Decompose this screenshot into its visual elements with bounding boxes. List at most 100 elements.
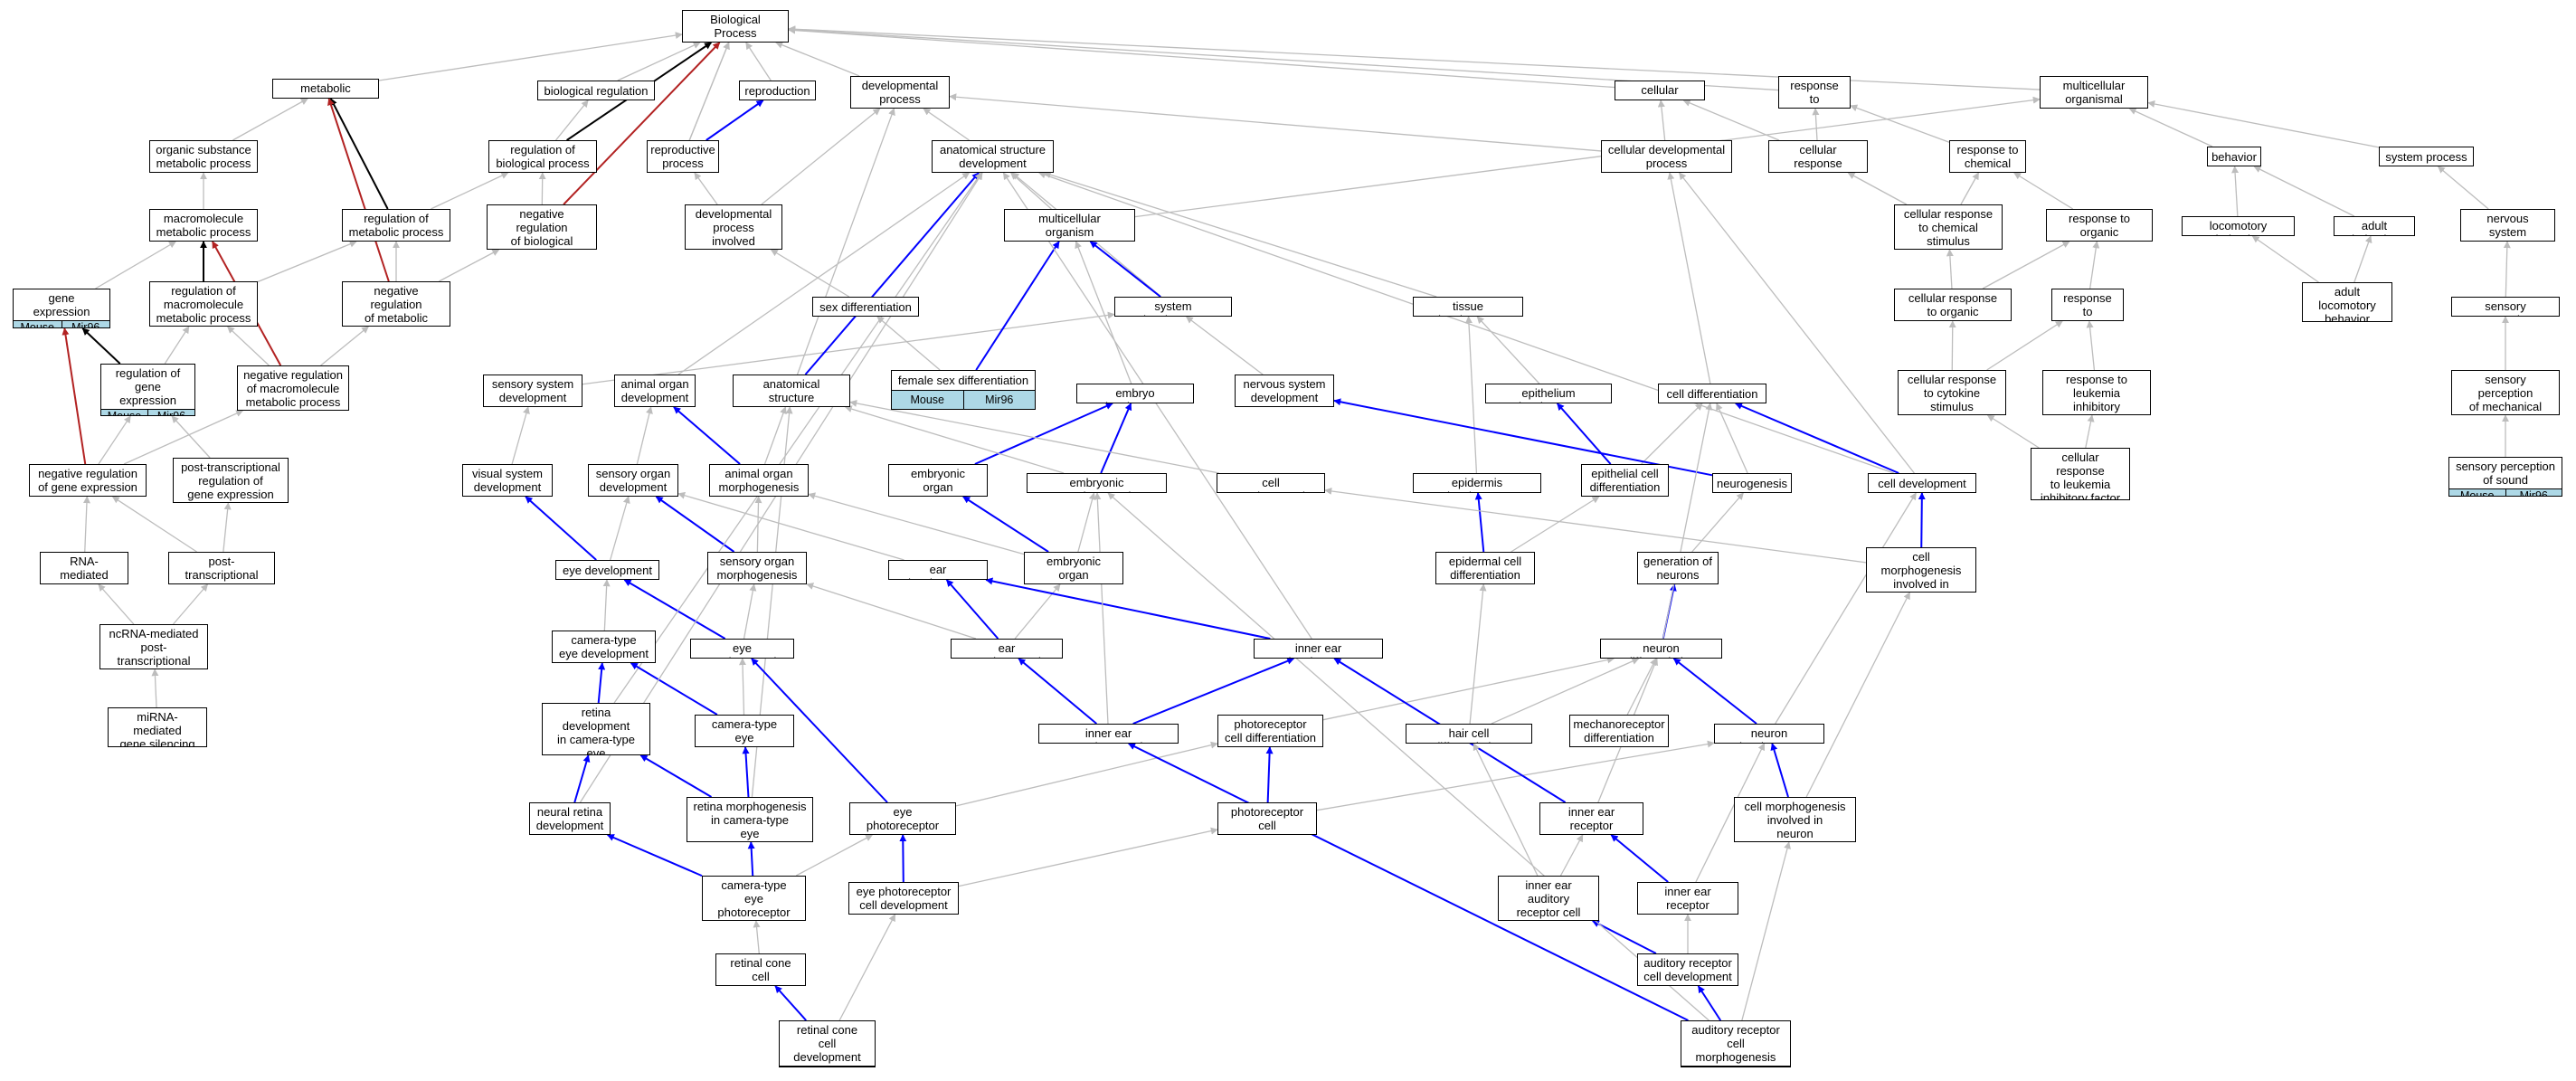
go-term-node[interactable]: miRNA-mediated gene silencingMouseMir96 bbox=[108, 707, 207, 747]
go-term-node[interactable]: ear development bbox=[888, 560, 988, 580]
go-term-node[interactable]: sensory perception of mechanical stimulu… bbox=[2451, 370, 2560, 415]
go-term-node[interactable]: multicellular organismal process bbox=[2040, 76, 2148, 109]
go-term-node[interactable]: nervous system development bbox=[1235, 375, 1334, 407]
go-term-node[interactable]: cellular response to leukemia inhibitory… bbox=[2031, 448, 2130, 500]
go-term-node[interactable]: cellular response to organic substance bbox=[1894, 289, 2012, 321]
go-term-node[interactable]: system development bbox=[1114, 297, 1232, 317]
go-term-node[interactable]: generation of neurons bbox=[1637, 552, 1719, 584]
go-term-node[interactable]: inner ear morphogenesis bbox=[1038, 724, 1179, 744]
go-term-node[interactable]: epithelial cell differentiation bbox=[1581, 464, 1669, 497]
go-term-node[interactable]: neuron development bbox=[1714, 724, 1824, 744]
go-term-node[interactable]: reproduction bbox=[739, 81, 816, 100]
go-term-node[interactable]: retinal cone cell developmentMouseMir96 bbox=[779, 1020, 876, 1067]
go-term-node[interactable]: hair cell differentiation bbox=[1406, 724, 1532, 744]
go-term-node[interactable]: nervous system process bbox=[2460, 209, 2555, 242]
go-term-node[interactable]: auditory receptor cell morphogenesisMous… bbox=[1681, 1020, 1791, 1067]
go-term-node[interactable]: ear morphogenesis bbox=[951, 639, 1063, 659]
go-term-node[interactable]: eye photoreceptor cell development bbox=[848, 882, 959, 915]
go-term-node[interactable]: mechanoreceptor differentiation bbox=[1569, 715, 1669, 747]
go-term-node[interactable]: camera-type eye development bbox=[552, 631, 656, 663]
go-term-node[interactable]: behavior bbox=[2207, 147, 2261, 166]
go-term-node[interactable]: cell morphogenesis involved in different… bbox=[1866, 547, 1976, 593]
go-term-node[interactable]: eye development bbox=[555, 560, 659, 580]
go-term-node[interactable]: response to cytokine bbox=[2051, 289, 2124, 321]
go-term-node[interactable]: photoreceptor cell differentiation bbox=[1217, 715, 1323, 747]
go-term-node[interactable]: negative regulation of biological proces… bbox=[487, 204, 597, 250]
go-term-node[interactable]: retina development in camera-type eyeMou… bbox=[542, 703, 650, 755]
go-term-node[interactable]: cell morphogenesis bbox=[1217, 473, 1325, 493]
go-term-node[interactable]: retina morphogenesis in camera-type eye bbox=[687, 797, 813, 842]
go-term-node[interactable]: regulation of metabolic process bbox=[342, 209, 450, 242]
go-term-node[interactable]: embryonic organ development bbox=[888, 464, 988, 497]
go-term-node[interactable]: embryo development bbox=[1076, 384, 1194, 403]
go-term-node[interactable]: camera-type eye photoreceptor cell diffe… bbox=[702, 876, 806, 921]
go-term-node[interactable]: inner ear development bbox=[1254, 639, 1383, 659]
go-term-node[interactable]: cellular developmental process bbox=[1601, 140, 1732, 173]
go-term-node[interactable]: visual system development bbox=[462, 464, 553, 497]
go-term-node[interactable]: locomotory behavior bbox=[2182, 216, 2295, 236]
go-term-node[interactable]: camera-type eye morphogenesis bbox=[695, 715, 794, 747]
go-term-node[interactable]: inner ear auditory receptor cell differe… bbox=[1498, 876, 1599, 921]
go-term-node[interactable]: response to stimulus bbox=[1778, 76, 1851, 109]
go-term-node[interactable]: photoreceptor cell development bbox=[1217, 802, 1317, 835]
go-term-node[interactable]: cellular process bbox=[1615, 81, 1705, 100]
go-term-node[interactable]: ncRNA-mediated post-transcriptional gene… bbox=[99, 624, 208, 669]
go-term-node[interactable]: neuron differentiation bbox=[1600, 639, 1722, 659]
go-term-node[interactable]: epidermal cell differentiation bbox=[1435, 552, 1535, 584]
go-term-node[interactable]: regulation of biological process bbox=[488, 140, 597, 173]
go-term-node[interactable]: anatomical structure development bbox=[932, 140, 1054, 173]
go-term-node[interactable]: animal organ development bbox=[614, 375, 696, 407]
go-term-node[interactable]: adult behavior bbox=[2334, 216, 2415, 236]
go-term-node[interactable]: sensory organ morphogenesis bbox=[707, 552, 807, 584]
go-term-node[interactable]: multicellular organism development bbox=[1004, 209, 1135, 242]
go-term-node[interactable]: system process bbox=[2379, 147, 2474, 166]
go-term-node[interactable]: anatomical structure morphogenesis bbox=[733, 375, 850, 407]
go-term-node[interactable]: epidermis development bbox=[1413, 473, 1541, 493]
go-term-node[interactable]: post-transcriptional gene silencing bbox=[168, 552, 275, 584]
go-term-node[interactable]: organic substance metabolic process bbox=[149, 140, 258, 173]
go-term-node[interactable]: animal organ morphogenesis bbox=[709, 464, 809, 497]
go-term-node[interactable]: response to chemical bbox=[1949, 140, 2026, 173]
go-term-node[interactable]: inner ear receptor cell differentiation bbox=[1539, 802, 1643, 835]
go-term-node[interactable]: developmental process bbox=[850, 76, 950, 109]
go-term-node[interactable]: sensory organ development bbox=[588, 464, 678, 497]
go-term-node[interactable]: developmental process involved in reprod… bbox=[685, 204, 782, 250]
go-term-node[interactable]: tissue development bbox=[1413, 297, 1523, 317]
go-term-node[interactable]: cellular response to stimulus bbox=[1768, 140, 1868, 173]
go-term-node[interactable]: embryonic organ morphogenesis bbox=[1024, 552, 1123, 584]
go-term-node[interactable]: biological regulation bbox=[537, 81, 655, 100]
go-term-node[interactable]: cellular response to cytokine stimulus bbox=[1898, 370, 2006, 415]
go-term-node[interactable]: embryonic morphogenesis bbox=[1027, 473, 1167, 493]
go-term-node[interactable]: eye photoreceptor cell differentiation bbox=[849, 802, 956, 835]
go-term-node[interactable]: cell development bbox=[1868, 473, 1976, 493]
go-term-node[interactable]: reproductive process bbox=[647, 140, 719, 173]
go-term-node[interactable]: sex differentiation bbox=[812, 297, 919, 317]
go-term-node[interactable]: response to leukemia inhibitory factor bbox=[2042, 370, 2151, 415]
go-term-node[interactable]: sensory system development bbox=[483, 375, 582, 407]
go-term-node[interactable]: eye morphogenesis bbox=[690, 639, 794, 659]
go-term-node[interactable]: epithelium development bbox=[1485, 384, 1612, 403]
go-term-node[interactable]: regulation of macromolecule metabolic pr… bbox=[149, 281, 258, 327]
go-term-node[interactable]: inner ear receptor cell development bbox=[1637, 882, 1738, 915]
go-term-node[interactable]: neural retina development bbox=[529, 802, 611, 835]
go-term-node[interactable]: negative regulation of macromolecule met… bbox=[237, 365, 349, 411]
go-term-node[interactable]: cell morphogenesis involved in neuron di… bbox=[1734, 797, 1856, 842]
go-term-node[interactable]: retinal cone cell differentiation bbox=[715, 953, 806, 986]
go-term-node[interactable]: sensory perception bbox=[2451, 297, 2560, 317]
go-term-node[interactable]: cell differentiation bbox=[1658, 384, 1766, 403]
go-term-node[interactable]: negative regulation of metabolic process bbox=[342, 281, 450, 327]
go-term-node[interactable]: post-transcriptional regulation of gene … bbox=[173, 458, 289, 503]
go-term-node[interactable]: Biological Process Mir96 bbox=[682, 10, 789, 43]
go-term-node[interactable]: negative regulation of gene expression bbox=[29, 464, 147, 497]
go-term-node[interactable]: neurogenesis bbox=[1712, 473, 1792, 493]
go-term-node[interactable]: RNA-mediated gene silencing bbox=[40, 552, 128, 584]
go-term-node[interactable]: cellular response to chemical stimulus bbox=[1894, 204, 2003, 250]
go-term-node[interactable]: metabolic process bbox=[272, 79, 379, 99]
go-term-node[interactable]: macromolecule metabolic process bbox=[149, 209, 258, 242]
go-term-node[interactable]: response to organic substance bbox=[2046, 209, 2153, 242]
go-term-node[interactable]: auditory receptor cell development bbox=[1637, 953, 1738, 986]
